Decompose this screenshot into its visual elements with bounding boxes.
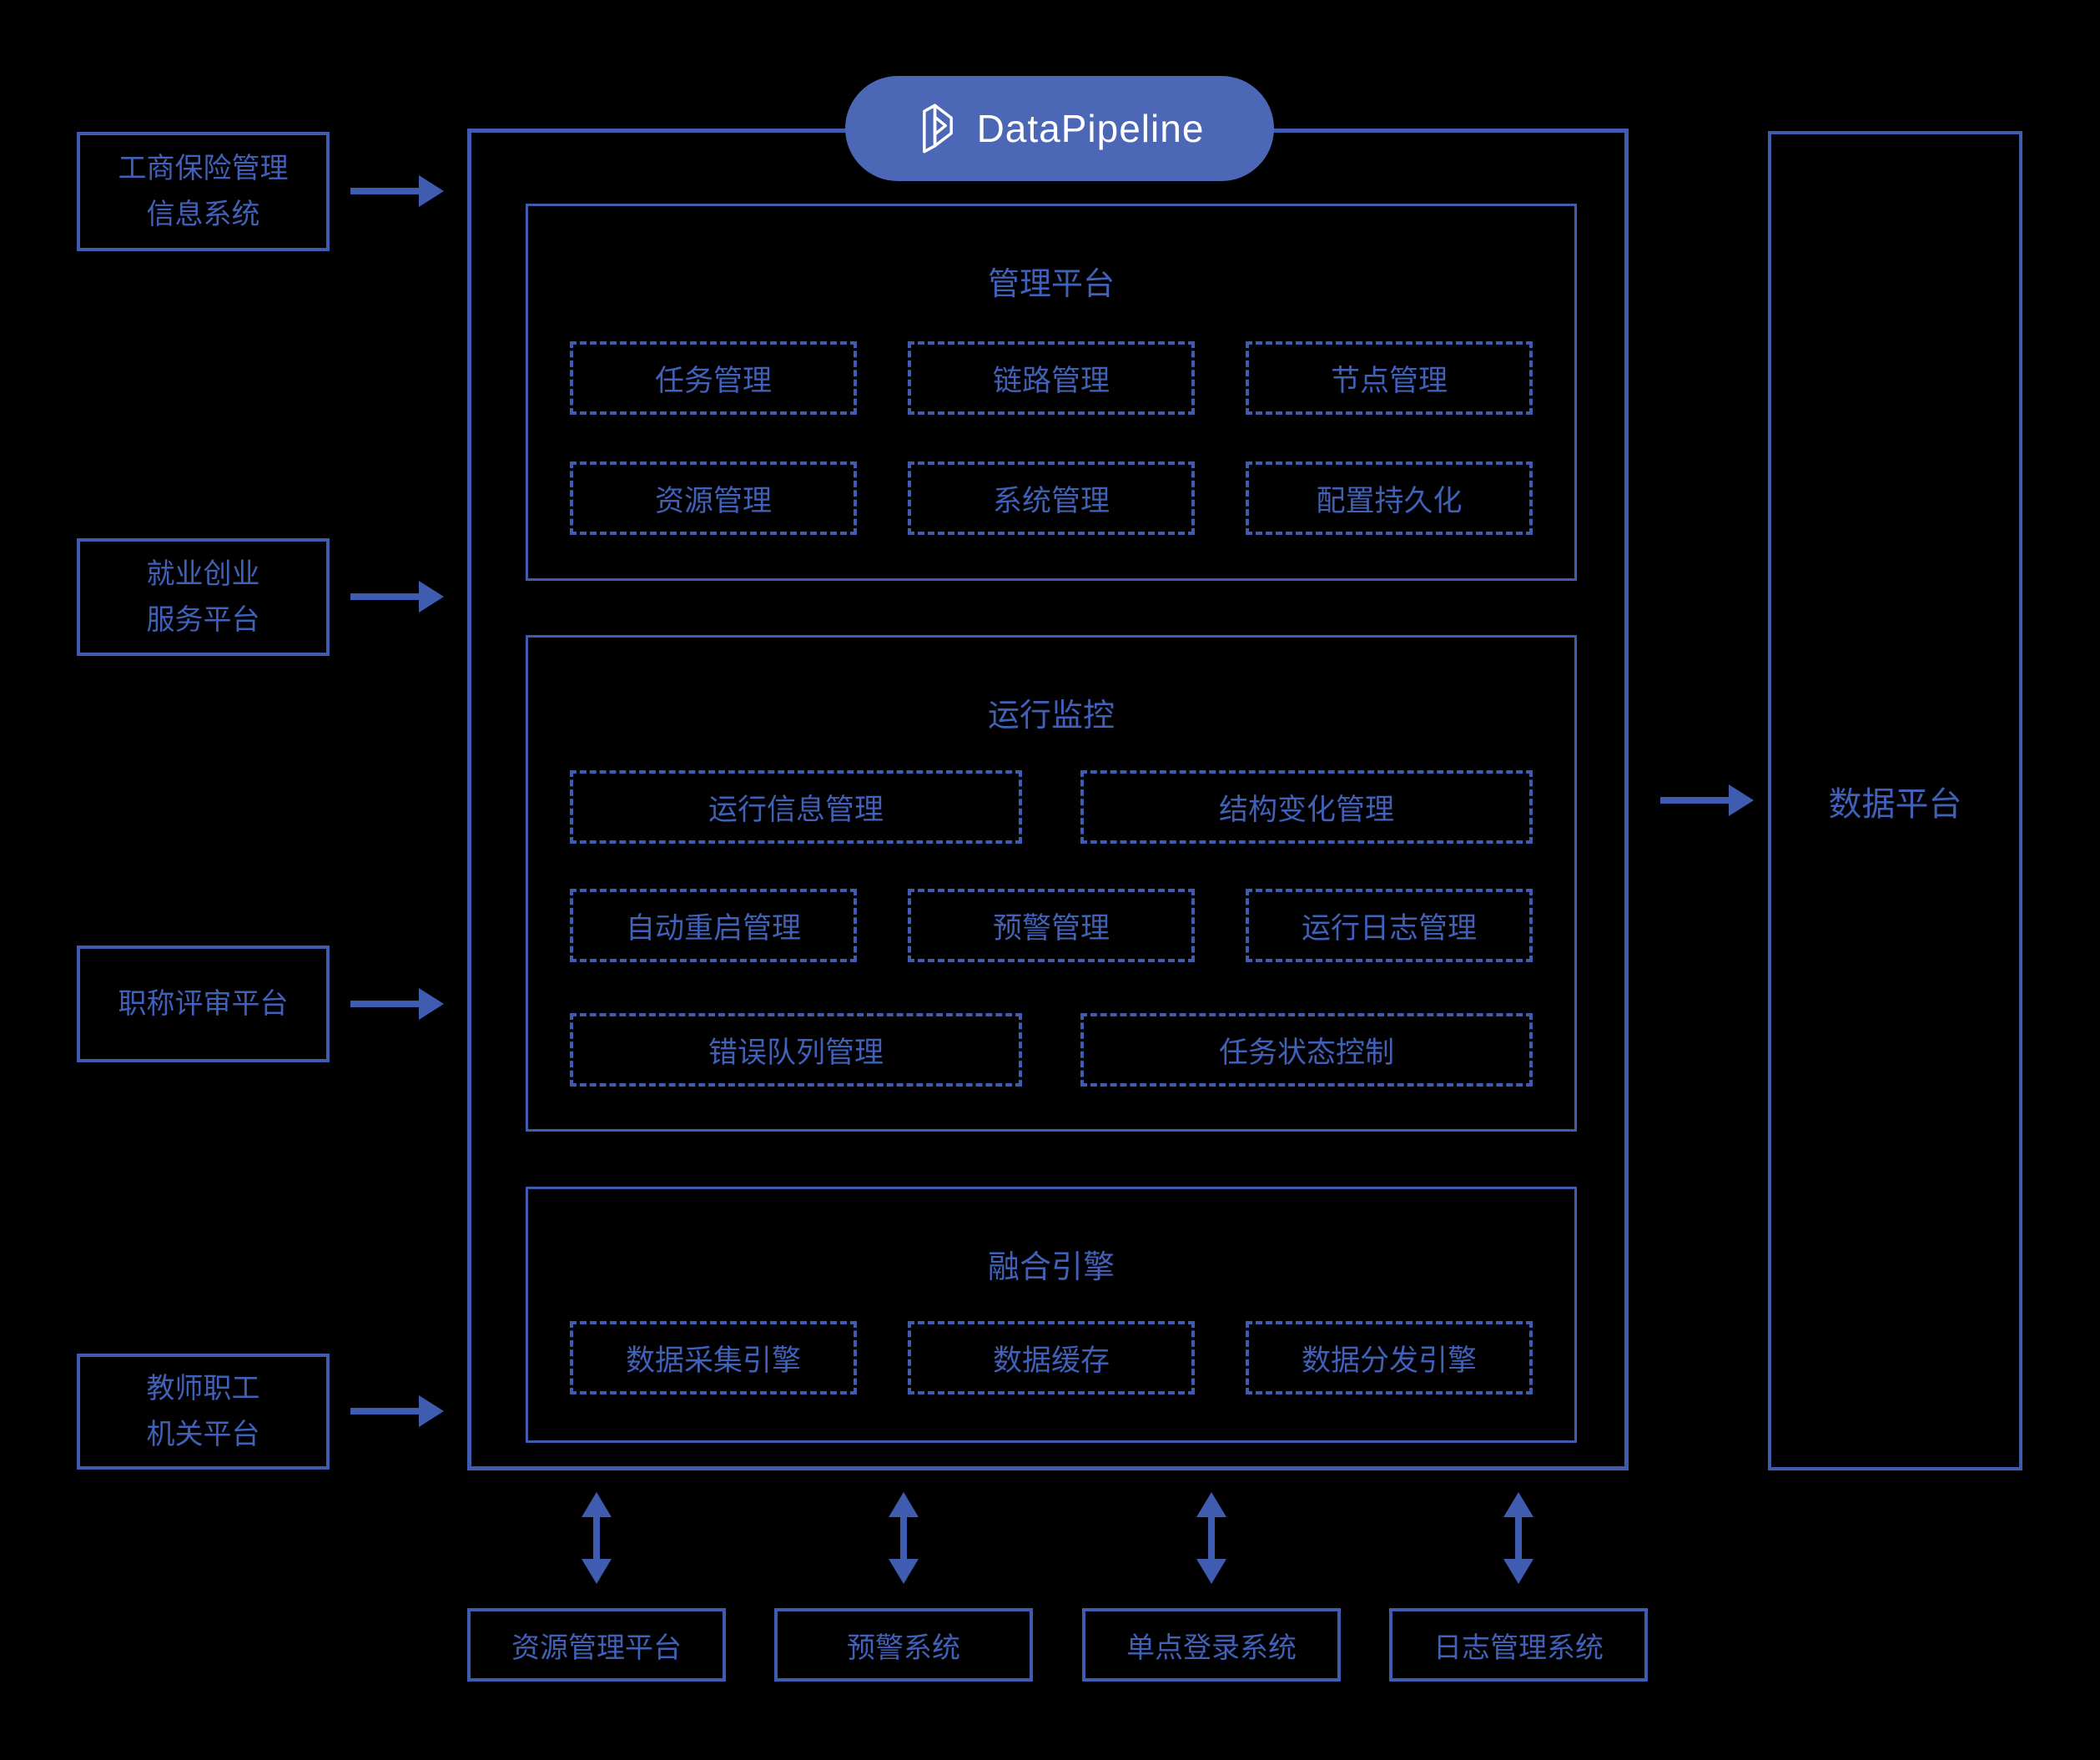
support-system-label: 日志管理系统 [1433,1631,1604,1664]
datapipeline-logo-icon [922,103,953,154]
support-system-label: 单点登录系统 [1126,1631,1297,1664]
support-system-box: 单点登录系统 [1082,1608,1341,1682]
module-box: 预警管理 [908,889,1195,962]
arrow-right-icon [350,175,444,207]
arrow-right-icon [1660,784,1754,816]
source-system-label-line1: 职称评审平台 [118,987,289,1020]
module-box: 错误队列管理 [570,1013,1022,1087]
source-system-box-2: 就业创业 服务平台 [77,538,330,656]
section-fusion-engine: 融合引擎 数据采集引擎 数据缓存 数据分发引擎 [526,1187,1577,1443]
module-row: 任务管理 链路管理 节点管理 [528,341,1574,415]
arrow-right-icon [350,581,444,613]
data-platform-label: 数据平台 [1828,785,1962,823]
module-box: 任务状态控制 [1080,1013,1533,1087]
arrow-stem [900,1514,907,1562]
data-platform-box: 数据平台 [1768,131,2022,1470]
module-box: 自动重启管理 [570,889,857,962]
module-row: 自动重启管理 预警管理 运行日志管理 [528,889,1574,962]
module-row: 运行信息管理 结构变化管理 [528,770,1574,844]
module-box: 任务管理 [570,341,857,415]
arrow-stem [1515,1514,1522,1562]
support-system-label: 资源管理平台 [511,1631,682,1664]
source-system-label-line2: 服务平台 [146,603,260,636]
module-box: 节点管理 [1246,341,1533,415]
section-title: 融合引擎 [987,1250,1115,1285]
module-row: 数据采集引擎 数据缓存 数据分发引擎 [528,1321,1574,1394]
module-box: 运行日志管理 [1246,889,1533,962]
support-system-box: 预警系统 [774,1608,1033,1682]
source-system-label-line1: 工商保险管理 [118,153,289,185]
module-row: 资源管理 系统管理 配置持久化 [528,461,1574,535]
support-system-box: 日志管理系统 [1389,1608,1648,1682]
section-management-platform: 管理平台 任务管理 链路管理 节点管理 资源管理 系统管理 配置持久化 [526,204,1577,581]
module-box: 数据采集引擎 [570,1321,857,1394]
source-system-label-line1: 就业创业 [146,558,260,591]
arrow-up-down-icon [1503,1492,1533,1584]
arrow-right-icon [350,988,444,1020]
module-box: 数据分发引擎 [1246,1321,1533,1394]
module-box: 结构变化管理 [1080,770,1533,844]
support-system-label: 预警系统 [847,1631,960,1664]
source-system-label-line1: 教师职工 [146,1373,260,1405]
module-box: 配置持久化 [1246,461,1533,535]
support-system-box: 资源管理平台 [467,1608,726,1682]
source-system-label-line2: 信息系统 [146,198,260,230]
module-box: 链路管理 [908,341,1195,415]
section-runtime-monitoring: 运行监控 运行信息管理 结构变化管理 自动重启管理 预警管理 运行日志管理 错误… [526,635,1577,1132]
datapipeline-logo-pill: DataPipeline [845,76,1274,181]
arrow-up-down-icon [582,1492,612,1584]
module-box: 数据缓存 [908,1321,1195,1394]
section-title: 运行监控 [987,698,1115,734]
module-box: 资源管理 [570,461,857,535]
source-system-box-4: 教师职工 机关平台 [77,1354,330,1470]
arrow-up-down-icon [889,1492,919,1584]
arrow-stem [593,1514,600,1562]
source-system-box-1: 工商保险管理 信息系统 [77,132,330,251]
source-system-box-3: 职称评审平台 [77,946,330,1062]
module-box: 运行信息管理 [570,770,1022,844]
module-box: 系统管理 [908,461,1195,535]
source-system-label-line2: 机关平台 [146,1418,260,1450]
section-title: 管理平台 [987,267,1115,302]
arrow-right-icon [350,1395,444,1427]
module-row: 错误队列管理 任务状态控制 [528,1013,1574,1087]
logo-wordmark: DataPipeline [976,107,1205,150]
arrow-stem [1208,1514,1215,1562]
arrow-up-down-icon [1196,1492,1226,1584]
